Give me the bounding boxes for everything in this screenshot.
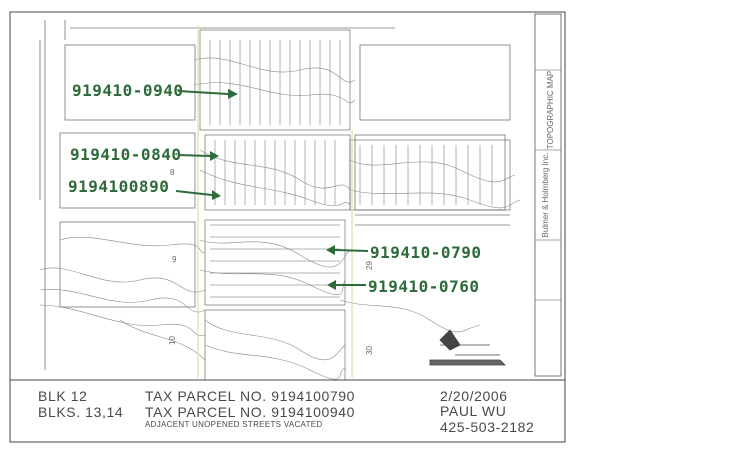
footer-name: PAUL WU: [440, 403, 507, 419]
svg-text:919410-0760: 919410-0760: [368, 277, 479, 296]
footer-parcel-line1: TAX PARCEL NO. 9194100790: [145, 388, 356, 404]
parcel-annotation-2: 919410-0840: [70, 145, 219, 164]
firm-name: Bulmer & Holmberg Inc.: [541, 153, 550, 238]
footer-parcel-line2: TAX PARCEL NO. 9194100940: [145, 404, 356, 420]
parcel-annotation-3: 9194100890: [68, 177, 221, 200]
block-label-30: 30: [365, 346, 374, 355]
svg-text:919410-0840: 919410-0840: [70, 145, 181, 164]
arrow-head-icon: [326, 245, 335, 255]
svg-text:9194100890: 9194100890: [68, 177, 169, 196]
parcel-annotation-5: 919410-0760: [327, 277, 479, 296]
block-label-10: 10: [168, 336, 177, 345]
footer-blk-line1: BLK 12: [38, 388, 88, 404]
title-block: Bulmer & Holmberg Inc. TOPOGRAPHIC MAP: [534, 13, 562, 377]
north-arrow-icon: [429, 329, 506, 366]
svg-text:919410-0790: 919410-0790: [370, 243, 481, 262]
lot-subdivisions: [209, 40, 493, 298]
arrow-head-icon: [212, 190, 221, 200]
parcel-annotation-1: 919410-0940: [72, 81, 238, 100]
arrow-head-icon: [327, 280, 336, 290]
block-label-29: 29: [365, 261, 374, 270]
footer-blk-line2: BLKS. 13,14: [38, 404, 124, 420]
footer-note: ADJACENT UNOPENED STREETS VACATED: [145, 420, 323, 429]
parcel-annotation-4: 919410-0790: [326, 243, 481, 262]
sheet-title: TOPOGRAPHIC MAP: [546, 71, 555, 150]
svg-text:919410-0940: 919410-0940: [72, 81, 183, 100]
contour-lines: [39, 57, 521, 380]
arrow-head-icon: [228, 89, 238, 99]
block-label-9: 9: [172, 255, 177, 264]
arrow-head-icon: [210, 151, 219, 161]
sheet-border: [9, 11, 566, 443]
footer-phone: 425-503-2182: [440, 419, 535, 435]
block-label-8: 8: [170, 168, 175, 177]
footer-date: 2/20/2006: [440, 388, 508, 404]
block-outlines: [39, 20, 511, 370]
